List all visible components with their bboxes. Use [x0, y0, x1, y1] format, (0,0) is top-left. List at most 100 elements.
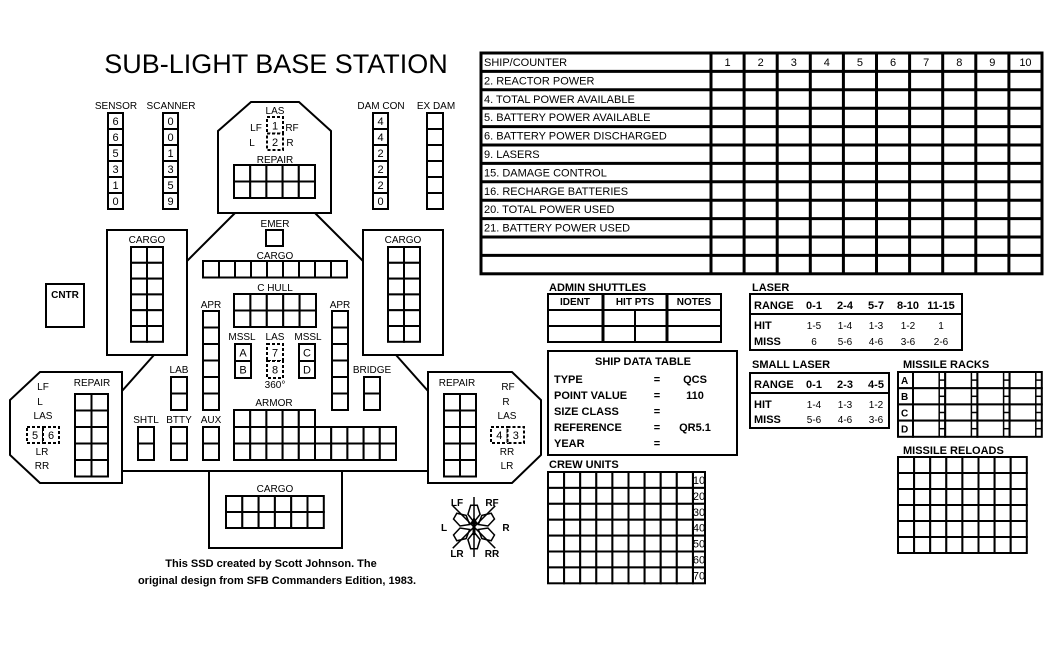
- missile-reloads-box[interactable]: [1009, 536, 1028, 554]
- missile-reloads-box[interactable]: [977, 456, 996, 474]
- power-entry-cell[interactable]: [779, 184, 808, 198]
- power-entry-cell[interactable]: [945, 92, 974, 106]
- power-entry-cell[interactable]: [779, 257, 808, 271]
- power-entry-cell[interactable]: [713, 110, 742, 124]
- crew-units-box[interactable]: [563, 550, 582, 569]
- armor-box[interactable]: [233, 426, 252, 445]
- right-cargo-box[interactable]: [387, 246, 405, 264]
- forward-repair-box[interactable]: [249, 164, 268, 183]
- center-cargo-box[interactable]: [218, 260, 236, 279]
- power-entry-cell[interactable]: [978, 257, 1007, 271]
- right-pod-repair-box[interactable]: [443, 393, 461, 412]
- power-entry-cell[interactable]: [912, 202, 941, 216]
- center-cargo-box[interactable]: [298, 260, 316, 279]
- left-pod-laser-box[interactable]: [26, 426, 44, 444]
- crew-units-box[interactable]: [659, 471, 678, 489]
- power-entry-cell[interactable]: [812, 147, 841, 161]
- power-entry-cell[interactable]: [812, 129, 841, 143]
- power-entry-cell[interactable]: [713, 221, 742, 235]
- aft-cargo-box[interactable]: [225, 511, 244, 529]
- missile-reloads-box[interactable]: [977, 504, 996, 522]
- power-entry-cell[interactable]: [1011, 221, 1040, 235]
- forward-repair-box[interactable]: [265, 180, 284, 199]
- crew-units-box[interactable]: [547, 502, 566, 521]
- right-cargo-box[interactable]: [403, 246, 421, 264]
- power-entry-cell[interactable]: [746, 257, 775, 271]
- crew-units-box[interactable]: [595, 534, 614, 553]
- power-entry-cell[interactable]: [945, 202, 974, 216]
- power-entry-cell[interactable]: [945, 73, 974, 87]
- crew-units-box[interactable]: [627, 550, 646, 569]
- missile-reloads-box[interactable]: [913, 488, 932, 506]
- crew-units-box[interactable]: [563, 502, 582, 521]
- armor-box[interactable]: [297, 409, 316, 428]
- center-hull-box[interactable]: [233, 293, 252, 312]
- crew-units-box[interactable]: [547, 471, 566, 489]
- armor-box[interactable]: [249, 442, 268, 461]
- power-entry-cell[interactable]: [1011, 165, 1040, 179]
- power-entry-cell[interactable]: [812, 110, 841, 124]
- power-entry-cell[interactable]: [779, 110, 808, 124]
- crew-units-box[interactable]: [595, 518, 614, 537]
- crew-units-box[interactable]: [579, 471, 598, 489]
- power-entry-cell[interactable]: [713, 239, 742, 253]
- right-pod-repair-box[interactable]: [459, 442, 477, 461]
- excess-damage-track-box[interactable]: [426, 128, 444, 146]
- left-pod-repair-box[interactable]: [90, 426, 109, 445]
- crew-units-box[interactable]: [547, 486, 566, 505]
- crew-units-box[interactable]: [563, 518, 582, 537]
- left-pod-repair-box[interactable]: [74, 409, 93, 428]
- crew-units-box[interactable]: [627, 502, 646, 521]
- missile-reloads-box[interactable]: [961, 472, 980, 490]
- crew-units-box[interactable]: [659, 550, 678, 569]
- left-cargo-box[interactable]: [146, 277, 164, 296]
- shuttle-box[interactable]: [137, 426, 155, 445]
- apr-right-box[interactable]: [331, 343, 349, 362]
- center-hull-box[interactable]: [249, 293, 268, 312]
- armor-box[interactable]: [330, 426, 349, 445]
- armor-box[interactable]: [346, 426, 365, 445]
- excess-damage-track-box[interactable]: [426, 192, 444, 210]
- power-entry-cell[interactable]: [1011, 92, 1040, 106]
- power-entry-cell[interactable]: [746, 92, 775, 106]
- forward-repair-box[interactable]: [265, 164, 284, 183]
- right-pod-repair-box[interactable]: [443, 409, 461, 428]
- power-entry-cell[interactable]: [978, 110, 1007, 124]
- power-entry-cell[interactable]: [945, 184, 974, 198]
- battery-box[interactable]: [170, 426, 188, 445]
- crew-units-box[interactable]: [675, 550, 694, 569]
- apr-left-box[interactable]: [202, 392, 220, 411]
- power-entry-cell[interactable]: [978, 92, 1007, 106]
- bridge-box[interactable]: [363, 376, 381, 395]
- aft-cargo-box[interactable]: [241, 495, 260, 513]
- power-entry-cell[interactable]: [746, 239, 775, 253]
- crew-units-box[interactable]: [643, 486, 662, 505]
- missile-reloads-box[interactable]: [977, 472, 996, 490]
- power-entry-cell[interactable]: [812, 184, 841, 198]
- bridge-box[interactable]: [363, 392, 381, 411]
- aft-cargo-box[interactable]: [306, 511, 325, 529]
- excess-damage-track-box[interactable]: [426, 160, 444, 178]
- shuttle-box[interactable]: [137, 442, 155, 461]
- power-entry-cell[interactable]: [945, 221, 974, 235]
- missile-reloads-box[interactable]: [897, 520, 916, 538]
- missile-reloads-box[interactable]: [993, 488, 1012, 506]
- power-entry-cell[interactable]: [779, 202, 808, 216]
- power-entry-cell[interactable]: [879, 165, 908, 179]
- aft-cargo-box[interactable]: [225, 495, 244, 513]
- power-entry-cell[interactable]: [713, 92, 742, 106]
- power-entry-cell[interactable]: [912, 239, 941, 253]
- armor-box[interactable]: [362, 426, 381, 445]
- power-entry-cell[interactable]: [779, 73, 808, 87]
- power-entry-cell[interactable]: [879, 239, 908, 253]
- aft-cargo-box[interactable]: [273, 495, 293, 513]
- missile-reloads-box[interactable]: [1009, 504, 1028, 522]
- armor-box[interactable]: [314, 442, 333, 461]
- right-pod-repair-box[interactable]: [459, 426, 477, 445]
- left-cargo-box[interactable]: [146, 246, 164, 264]
- apr-left-box[interactable]: [202, 326, 220, 345]
- missile-reloads-box[interactable]: [961, 488, 980, 506]
- right-pod-repair-box[interactable]: [443, 459, 461, 478]
- power-entry-cell[interactable]: [912, 165, 941, 179]
- crew-units-box[interactable]: [579, 486, 598, 505]
